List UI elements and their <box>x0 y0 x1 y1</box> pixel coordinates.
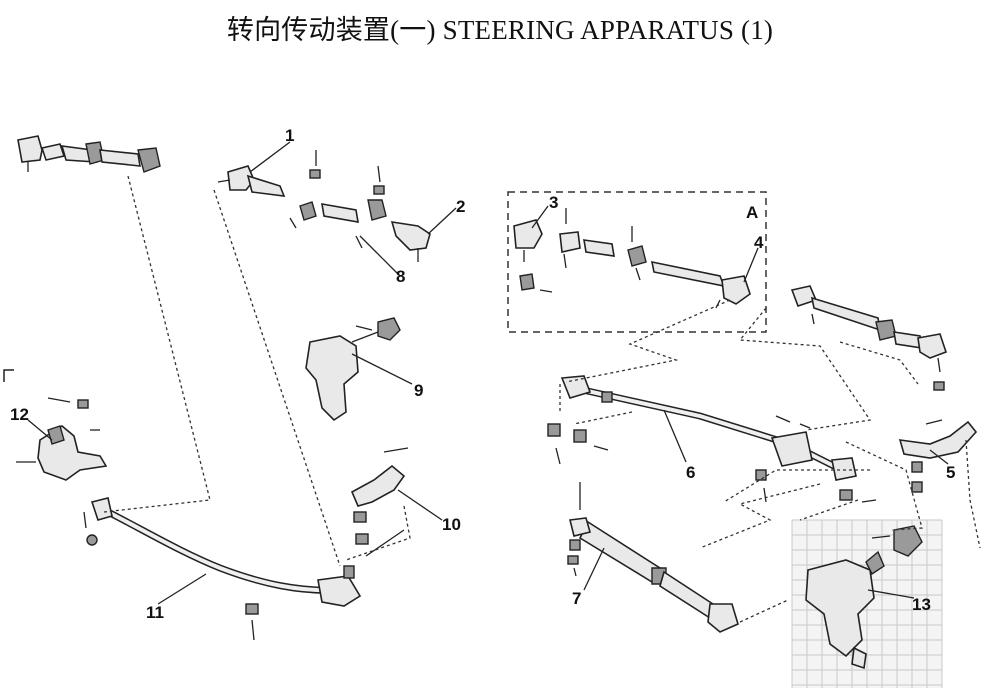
callout-11: 11 <box>146 603 164 622</box>
callout-8: 8 <box>396 267 405 286</box>
tie-rod-end-group <box>217 150 431 262</box>
callout-3: 3 <box>549 193 558 212</box>
callout-12: 12 <box>10 405 29 424</box>
callout-9: 9 <box>414 381 423 400</box>
detail-frame-a-label: A <box>746 203 758 222</box>
callout-7: 7 <box>572 589 581 608</box>
callout-10: 10 <box>442 515 461 534</box>
callout-13: 13 <box>912 595 931 614</box>
steering-arm-right <box>898 419 978 493</box>
assembly-guide-lines <box>103 175 981 623</box>
detail-frame-a <box>507 191 767 333</box>
idler-arm-bracket <box>16 397 108 481</box>
center-link <box>83 497 362 641</box>
steering-gear-small <box>305 317 401 422</box>
corner-mark <box>3 369 14 382</box>
callout-5: 5 <box>946 463 955 482</box>
steering-gear-detail <box>791 519 943 688</box>
tie-rod-assembly-top-right <box>790 285 948 391</box>
steering-damper <box>567 482 739 633</box>
detail-a-parts <box>513 208 751 309</box>
callout-4: 4 <box>754 233 764 252</box>
diagram-title: 转向传动装置(一) STEERING APPARATUS (1) <box>226 15 774 45</box>
callout-1: 1 <box>285 126 294 145</box>
relay-rod <box>547 375 877 503</box>
callout-2: 2 <box>456 197 465 216</box>
tie-rod-assembly-top-left <box>17 135 161 173</box>
callout-leaders <box>27 141 949 605</box>
pitman-arm <box>350 447 409 557</box>
callout-6: 6 <box>686 463 695 482</box>
